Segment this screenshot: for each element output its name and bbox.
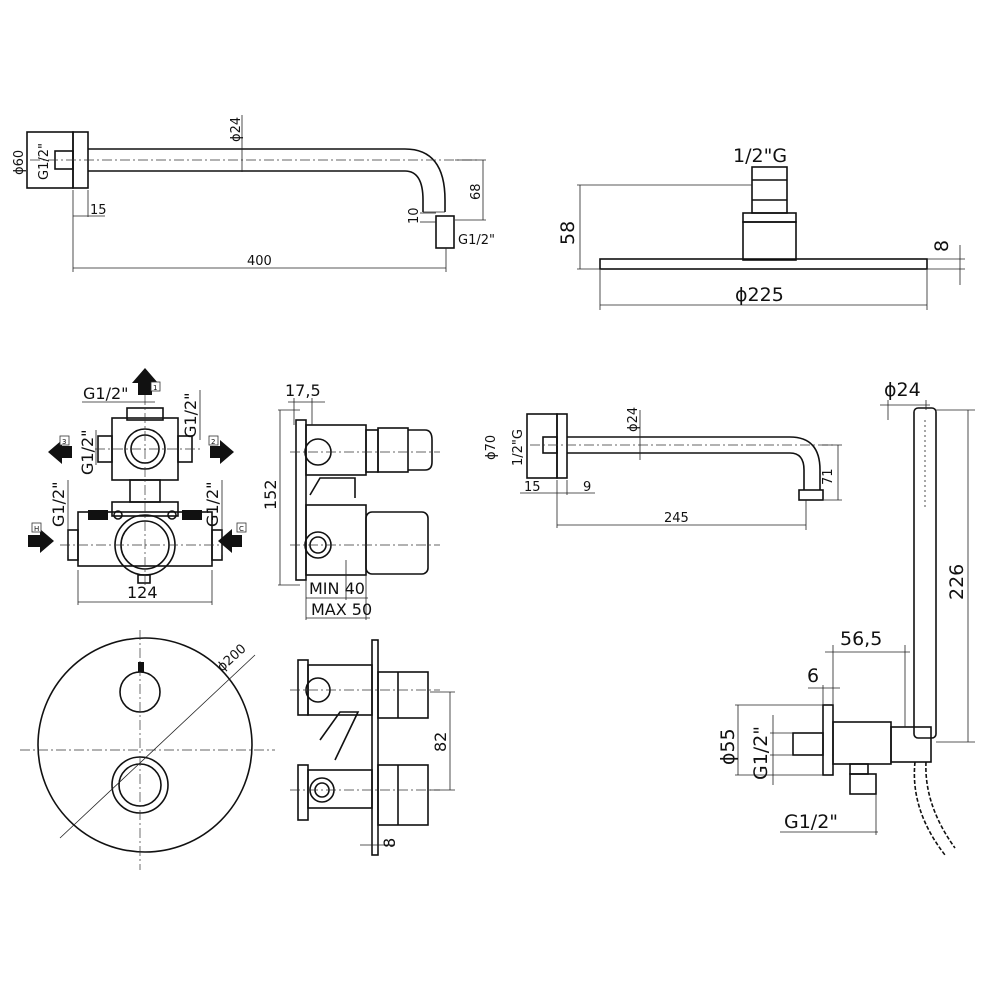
label-valve-port2-thread: G1/2" bbox=[181, 392, 200, 438]
label-arm-outlet-thread: G1/2" bbox=[458, 233, 495, 248]
valve-side-drawing bbox=[278, 398, 440, 620]
label-spout-plate: 9 bbox=[583, 480, 591, 495]
shower-head-drawing bbox=[577, 166, 965, 310]
label-arm-flange-depth: 15 bbox=[90, 203, 107, 218]
arrow-left-icon bbox=[48, 440, 72, 464]
label-arm-outlet-len: 10 bbox=[407, 207, 422, 224]
label-plate-thickness: 8 bbox=[380, 838, 399, 848]
label-spout-flange-dia: ϕ70 bbox=[484, 435, 499, 460]
label-valve-top-thread: G1/2" bbox=[83, 384, 129, 403]
port-label-2: 2 bbox=[211, 438, 215, 446]
label-valve-width: 124 bbox=[127, 583, 158, 602]
port-label-cold: C bbox=[239, 525, 244, 533]
label-head-height: 58 bbox=[557, 221, 579, 245]
label-head-thread: 1/2"G bbox=[733, 145, 787, 167]
label-hand-length: 226 bbox=[946, 564, 968, 600]
label-hand-flange-dia: ϕ55 bbox=[717, 728, 739, 765]
label-plate-diameter: ϕ200 bbox=[215, 641, 250, 674]
label-arm-length: 400 bbox=[247, 254, 272, 269]
label-spout-pipe-dia: ϕ24 bbox=[626, 407, 641, 432]
label-arm-flange-dia: ϕ60 bbox=[12, 150, 27, 175]
port-label-hot: H bbox=[34, 525, 39, 533]
spout-drawing bbox=[520, 410, 842, 530]
label-head-diameter: ϕ225 bbox=[735, 284, 784, 306]
label-spout-drop: 71 bbox=[821, 468, 836, 485]
label-valve-height: 152 bbox=[261, 479, 280, 510]
label-valve-min-depth: MIN 40 bbox=[309, 579, 365, 598]
label-hand-outlet-thread: G1/2" bbox=[784, 811, 838, 833]
label-valve-cold-thread: G1/2" bbox=[203, 481, 222, 527]
port-label-3: 3 bbox=[62, 438, 66, 446]
label-spout-length: 245 bbox=[664, 511, 689, 526]
label-spout-flange-depth: 15 bbox=[524, 480, 541, 495]
label-valve-hot-thread: G1/2" bbox=[49, 481, 68, 527]
arrow-hot-out-icon bbox=[28, 529, 54, 553]
shower-arm-drawing bbox=[26, 115, 486, 272]
label-hand-inlet-thread: G1/2" bbox=[750, 726, 772, 780]
arrow-right-icon bbox=[210, 440, 234, 464]
label-head-thickness: 8 bbox=[931, 240, 953, 252]
trim-plate-side-drawing bbox=[290, 639, 455, 856]
label-arm-flange-thread: G1/2" bbox=[37, 143, 52, 180]
label-hand-dia: ϕ24 bbox=[884, 379, 921, 401]
trim-plate-front-drawing bbox=[20, 630, 275, 870]
label-arm-pipe-dia: ϕ24 bbox=[229, 117, 244, 142]
valve-front-drawing bbox=[28, 368, 247, 605]
label-plate-depth: 82 bbox=[431, 732, 450, 752]
label-valve-offset: 17,5 bbox=[285, 381, 321, 400]
arrow-cold-in-icon bbox=[218, 529, 242, 553]
label-arm-drop: 68 bbox=[469, 183, 484, 200]
label-hand-plate: 6 bbox=[807, 665, 819, 687]
port-label-1: 1 bbox=[153, 384, 157, 392]
hand-shower-drawing bbox=[735, 400, 975, 856]
label-valve-max-depth: MAX 50 bbox=[311, 600, 372, 619]
label-valve-port3-thread: G1/2" bbox=[78, 429, 97, 475]
label-spout-thread: 1/2"G bbox=[511, 429, 526, 466]
label-hand-projection: 56,5 bbox=[840, 628, 882, 650]
